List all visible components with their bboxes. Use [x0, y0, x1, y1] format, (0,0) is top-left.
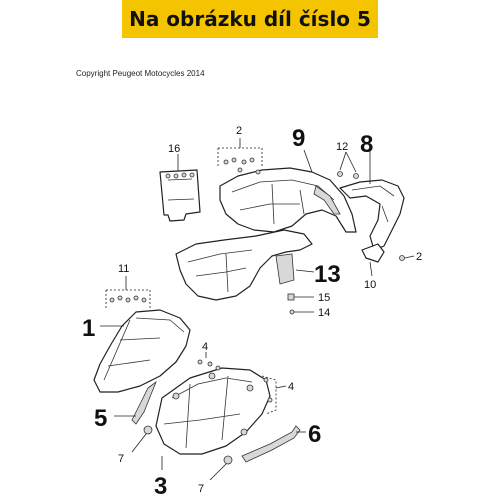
part-13-shroud	[175, 229, 315, 301]
title-banner: Na obrázku díl číslo 5	[122, 0, 378, 38]
part-9-inner-fender	[219, 149, 357, 233]
callout-1: 1	[82, 315, 95, 342]
part-5-trim-strip	[114, 380, 157, 425]
part-2-screw-right	[399, 255, 415, 261]
part-1-front-fender	[93, 309, 191, 393]
callout-4-right: 4	[288, 381, 294, 393]
part-4-fasteners-right	[261, 375, 287, 415]
callout-6: 6	[308, 421, 321, 448]
callout-16: 16	[168, 143, 180, 155]
callout-13: 13	[314, 261, 341, 288]
part-10-clip	[361, 243, 385, 277]
copyright-text: Copyright Peugeot Motocycles 2014	[76, 69, 205, 78]
callout-12: 12	[336, 141, 348, 153]
part-15-nut	[287, 293, 314, 301]
callout-9: 9	[292, 125, 305, 152]
part-7-grommet-left	[131, 425, 153, 453]
part-14-screw	[289, 309, 314, 315]
callout-2-top: 2	[236, 125, 242, 137]
callout-15: 15	[318, 292, 330, 304]
callout-11: 11	[118, 263, 129, 275]
callout-8: 8	[360, 131, 373, 158]
part-3-lower-fender	[155, 367, 271, 470]
callout-3: 3	[154, 473, 167, 500]
part-7-grommet-bottom	[209, 455, 233, 481]
callout-2-right: 2	[416, 251, 422, 263]
part-4-fasteners-top	[197, 352, 221, 371]
part-2-screws-top	[217, 138, 263, 175]
callout-5: 5	[94, 405, 107, 432]
part-6-trim-strip	[241, 425, 306, 463]
part-11-screws	[105, 276, 151, 308]
callout-4-top: 4	[202, 341, 208, 353]
callout-14: 14	[318, 307, 330, 319]
callout-7-left: 7	[118, 453, 124, 465]
part-8-bracket	[339, 150, 405, 251]
part-16-panel	[159, 154, 201, 222]
title-text: Na obrázku díl číslo 5	[129, 7, 371, 31]
callout-10: 10	[364, 279, 376, 291]
callout-7-bottom: 7	[198, 483, 204, 495]
part-12-screws	[337, 151, 359, 179]
